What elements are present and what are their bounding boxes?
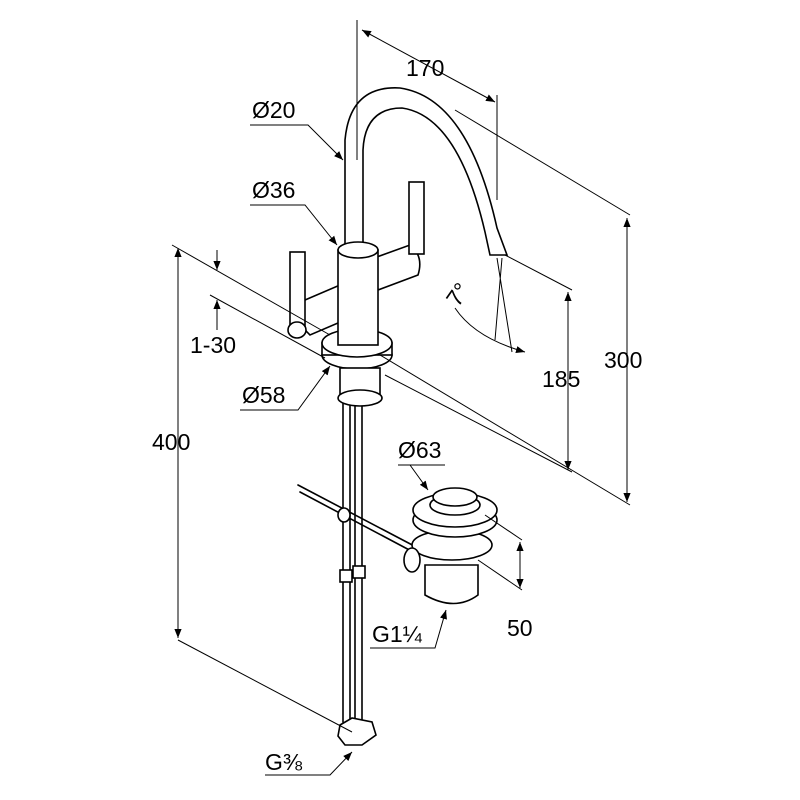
dim-spout-angle: 7° [441, 278, 475, 311]
popup-rod [297, 484, 419, 554]
dim-body-diameter: Ø36 [252, 177, 295, 203]
dim-300: 300 [604, 347, 642, 373]
spout [344, 87, 509, 256]
dim-waste-diameter: Ø63 [398, 437, 441, 463]
dim-spout-diameter: Ø20 [252, 97, 295, 123]
dim-50: 50 [507, 615, 533, 641]
dim-185: 185 [542, 366, 580, 392]
dim-170: 170 [406, 55, 444, 81]
dim-400: 400 [152, 429, 190, 455]
dim-deck-thickness: 1-30 [190, 332, 236, 358]
dim-waste-thread: G1¼ [372, 621, 423, 647]
supply-connector [337, 717, 377, 746]
supply-hoses [337, 399, 377, 746]
handles [287, 181, 425, 339]
faucet-body [321, 241, 393, 407]
dimension-lines [171, 20, 631, 776]
dim-base-diameter: Ø58 [242, 382, 285, 408]
waste-fitting [403, 487, 498, 605]
dim-supply-thread: G⅜ [265, 749, 303, 775]
